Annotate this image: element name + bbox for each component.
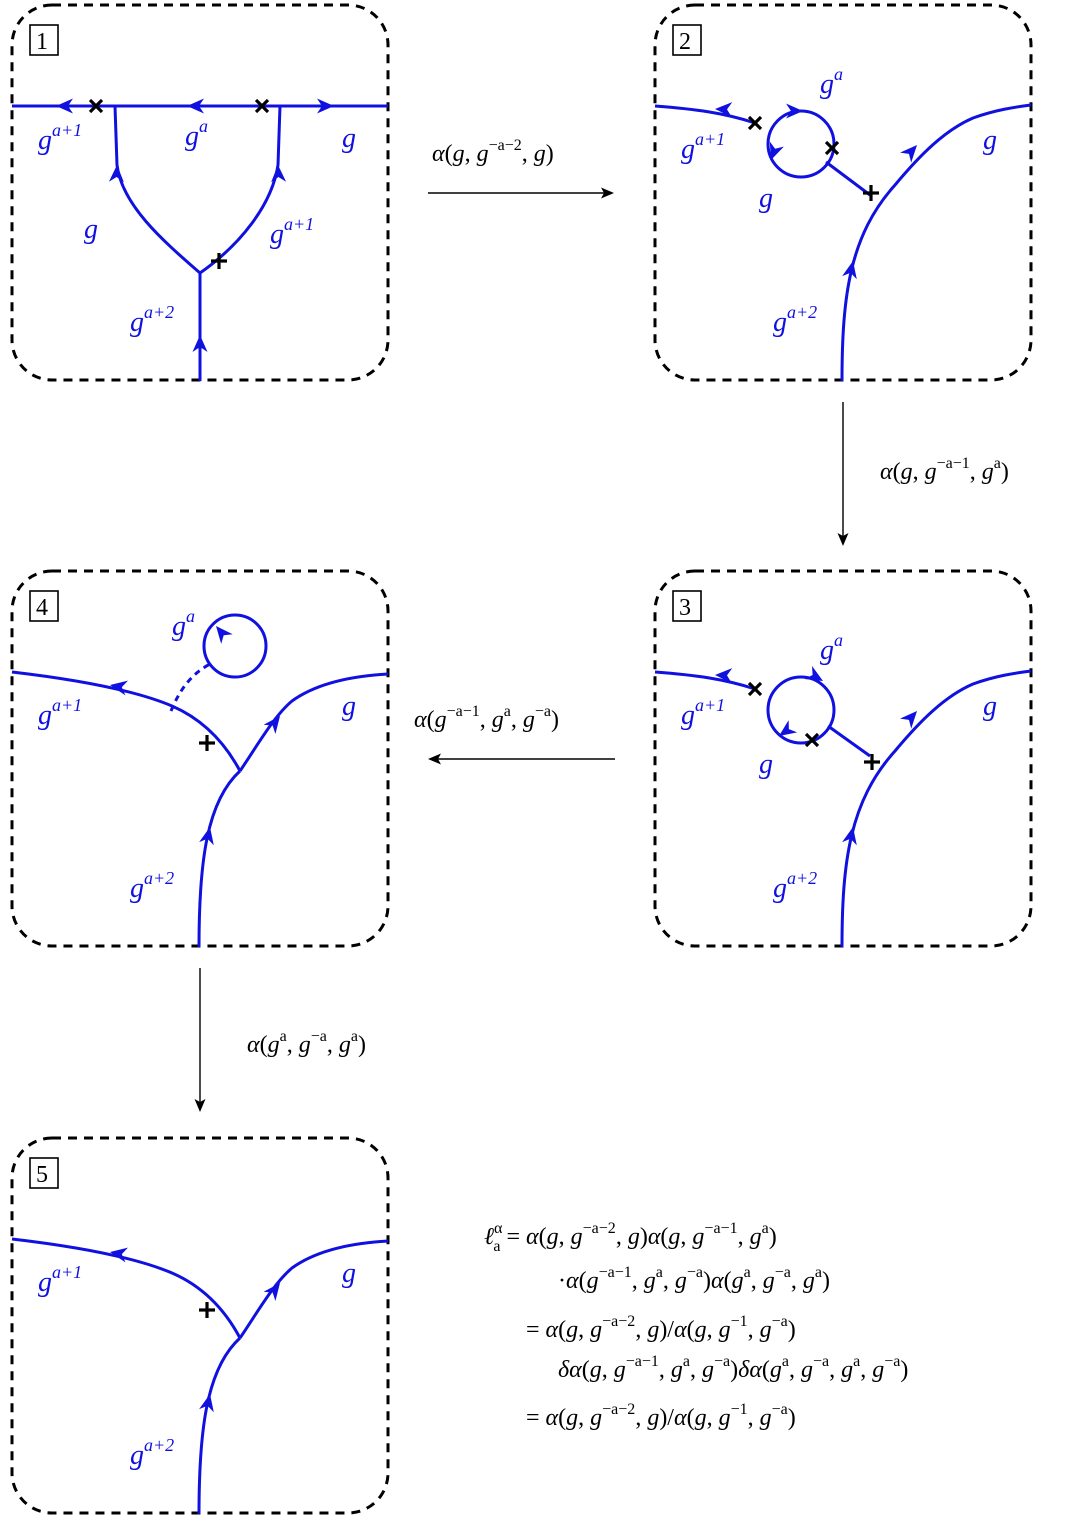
arrow-4-to-5	[194, 968, 206, 1112]
label-g-a: ga	[820, 630, 843, 666]
equation-line-5: = α(g, g−a−2, g)/α(g, g−1, g−a)	[526, 1401, 796, 1431]
equation-line-4: δα(g, g−a−1, ga, g−a)δα(ga, g−a, ga, g−a…	[558, 1353, 908, 1383]
label-g: g	[342, 1258, 356, 1289]
panel-4: 4 ga+1 ga g ga+2	[10, 569, 390, 948]
cross-mark	[254, 98, 270, 114]
label-g-a+2: ga+2	[130, 868, 174, 904]
label-g: g	[342, 123, 356, 154]
cross-mark	[88, 98, 104, 114]
panel-number-box	[29, 1157, 59, 1189]
label-g: g	[84, 214, 98, 245]
panel-1: 1 ga+1 ga g g ga+1 ga+2	[10, 3, 390, 382]
panel-number: 2	[679, 29, 691, 55]
panel-number: 1	[36, 29, 48, 55]
label-g: g	[342, 691, 356, 722]
label-g-a+1: ga+1	[681, 129, 725, 165]
transition-label-2-to-3: α(g, g−a−1, ga)	[880, 455, 1009, 485]
plus-mark	[864, 754, 880, 770]
arrow-3-to-4	[428, 753, 615, 765]
equation-line-3: = α(g, g−a−2, g)/α(g, g−1, g−a)	[526, 1313, 796, 1343]
panel-number-box	[29, 24, 59, 56]
panel-5: 5 ga+1 g ga+2	[10, 1136, 390, 1515]
equation-line-2: ·α(g−a−1, ga, g−a)α(ga, g−a, ga)	[558, 1264, 830, 1294]
cross-mark	[804, 732, 820, 748]
panel-3: 3 ga+1 ga g g ga+2	[653, 569, 1033, 948]
label-g-a+2: ga+2	[130, 302, 174, 338]
label-g-a+2: ga+2	[130, 1435, 174, 1471]
panel-number-box	[29, 590, 59, 622]
arrow-1-to-2	[428, 187, 614, 199]
label-g-a+2: ga+2	[773, 868, 817, 904]
label-g-a+1: ga+1	[38, 695, 82, 731]
transition-label-1-to-2: α(g, g−a−2, g)	[432, 137, 554, 167]
panel-2: 2 ga+1 ga g g ga+2	[653, 3, 1033, 382]
cross-mark	[747, 681, 763, 697]
transition-label-4-to-5: α(ga, g−a, ga)	[247, 1028, 366, 1058]
panel-number: 5	[36, 1162, 48, 1188]
plus-mark	[199, 735, 215, 751]
cross-mark	[824, 140, 840, 156]
transition-label-3-to-4: α(g−a−1, ga, g−a)	[414, 703, 559, 733]
label-g-a: ga	[172, 606, 195, 642]
plus-mark	[211, 253, 227, 269]
cross-mark	[747, 115, 763, 131]
arrow-2-to-3	[837, 402, 849, 546]
panel-number-box	[672, 590, 702, 622]
label-g: g	[759, 749, 773, 780]
label-g-a+1: ga+1	[38, 120, 82, 156]
label-g-a+1: ga+1	[38, 1262, 82, 1298]
label-g-a+1: ga+1	[681, 695, 725, 731]
plus-mark	[863, 185, 879, 201]
label-g: g	[759, 183, 773, 214]
label-g: g	[983, 691, 997, 722]
label-g: g	[983, 125, 997, 156]
panel-number: 4	[36, 595, 48, 621]
panel-number: 3	[679, 595, 691, 621]
panel-number-box	[672, 24, 702, 56]
label-g-a: ga	[185, 116, 208, 152]
label-g-a+1: ga+1	[270, 214, 314, 250]
label-g-a+2: ga+2	[773, 302, 817, 338]
plus-mark	[199, 1302, 215, 1318]
label-g-a: ga	[820, 64, 843, 100]
